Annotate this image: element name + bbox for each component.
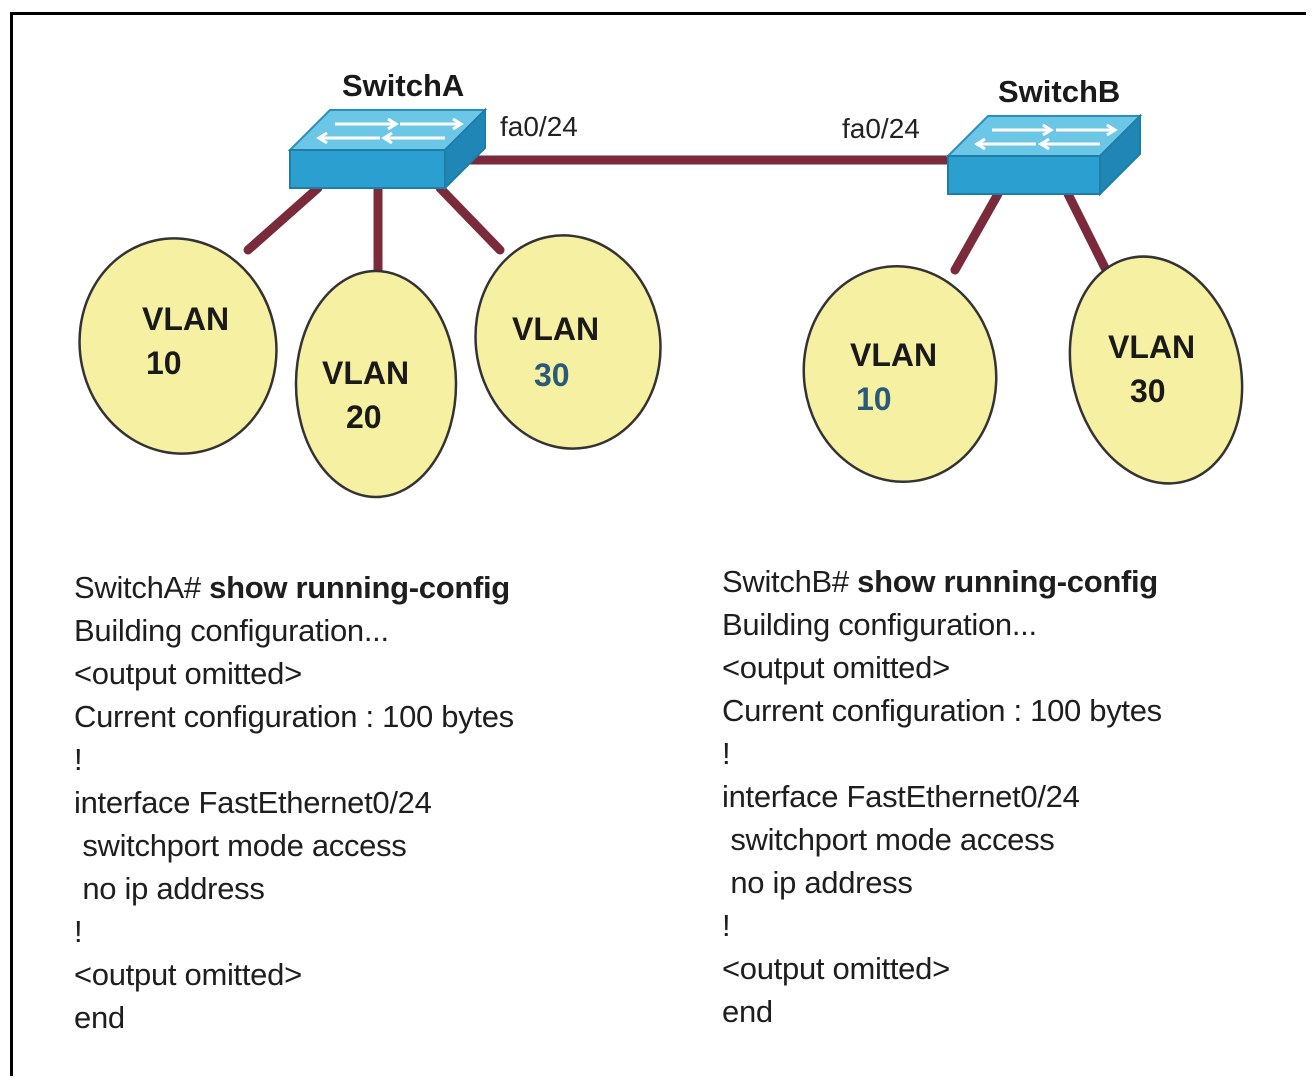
config-line: <output omitted> xyxy=(722,951,950,986)
switch-a-prompt: SwitchA# xyxy=(74,570,210,605)
switch-a-command-line: SwitchA# show running-config xyxy=(74,566,514,609)
links xyxy=(243,155,1110,277)
switch-b-command: show running-config xyxy=(857,564,1158,599)
config-line: ! xyxy=(74,914,83,949)
vlan-b-30-label: VLAN xyxy=(1108,329,1195,365)
figure-frame xyxy=(10,12,1306,1076)
switch-a-command: show running-config xyxy=(209,570,510,605)
config-line: ! xyxy=(74,742,83,777)
vlan-b-10-label: VLAN xyxy=(850,337,937,373)
vlan-a-30-number: 30 xyxy=(534,357,570,393)
config-line: interface FastEthernet0/24 xyxy=(74,785,432,820)
link-b-vlan10 xyxy=(950,189,1003,275)
vlan-b-10-number: 10 xyxy=(856,381,892,417)
config-line: <output omitted> xyxy=(722,650,950,685)
vlan-b-10-bubble xyxy=(802,264,998,484)
switch-b-prompt: SwitchB# xyxy=(722,564,858,599)
link-a-vlan10 xyxy=(243,183,323,255)
config-line: Current configuration : 100 bytes xyxy=(722,693,1162,728)
vlan-a-10-number: 10 xyxy=(146,345,182,381)
config-line: <output omitted> xyxy=(74,656,302,691)
switch-a-icon xyxy=(287,107,488,191)
config-line: Building configuration... xyxy=(722,607,1037,642)
switch-b-command-line: SwitchB# show running-config xyxy=(722,560,1162,603)
config-line: no ip address xyxy=(722,865,913,900)
config-line: end xyxy=(722,994,773,1029)
vlan-a-20-number: 20 xyxy=(346,399,382,435)
vlan-a-10-label: VLAN xyxy=(142,301,229,337)
vlan-a-20-bubble xyxy=(294,269,458,499)
switch-a-port-label: fa0/24 xyxy=(500,111,578,142)
link-a-vlan30 xyxy=(435,183,505,255)
vlan-b-30-number: 30 xyxy=(1130,373,1166,409)
switch-a-label: SwitchA xyxy=(342,68,464,103)
config-line: <output omitted> xyxy=(74,957,302,992)
switch-b-icon xyxy=(945,113,1143,197)
vlan-a-20-label: VLAN xyxy=(322,355,409,391)
switch-b-port-label: fa0/24 xyxy=(842,113,920,144)
config-line: end xyxy=(74,1000,125,1035)
config-line: no ip address xyxy=(74,871,265,906)
vlan-a-30-bubble xyxy=(474,234,662,450)
config-line: Current configuration : 100 bytes xyxy=(74,699,514,734)
config-line: ! xyxy=(722,736,731,771)
config-line: Building configuration... xyxy=(74,613,389,648)
vlan-a-10-bubble xyxy=(78,237,278,455)
vlan-b-30-bubble xyxy=(1068,255,1244,485)
config-line: switchport mode access xyxy=(722,822,1055,857)
config-line: interface FastEthernet0/24 xyxy=(722,779,1080,814)
vlan-a-30-label: VLAN xyxy=(512,311,599,347)
network-topology: SwitchA fa0/24 SwitchB fa0/24 VLAN 10 VL… xyxy=(78,68,1244,499)
config-line: ! xyxy=(722,908,731,943)
link-b-vlan30 xyxy=(1063,189,1110,273)
config-line: switchport mode access xyxy=(74,828,407,863)
switch-b-label: SwitchB xyxy=(998,74,1120,109)
